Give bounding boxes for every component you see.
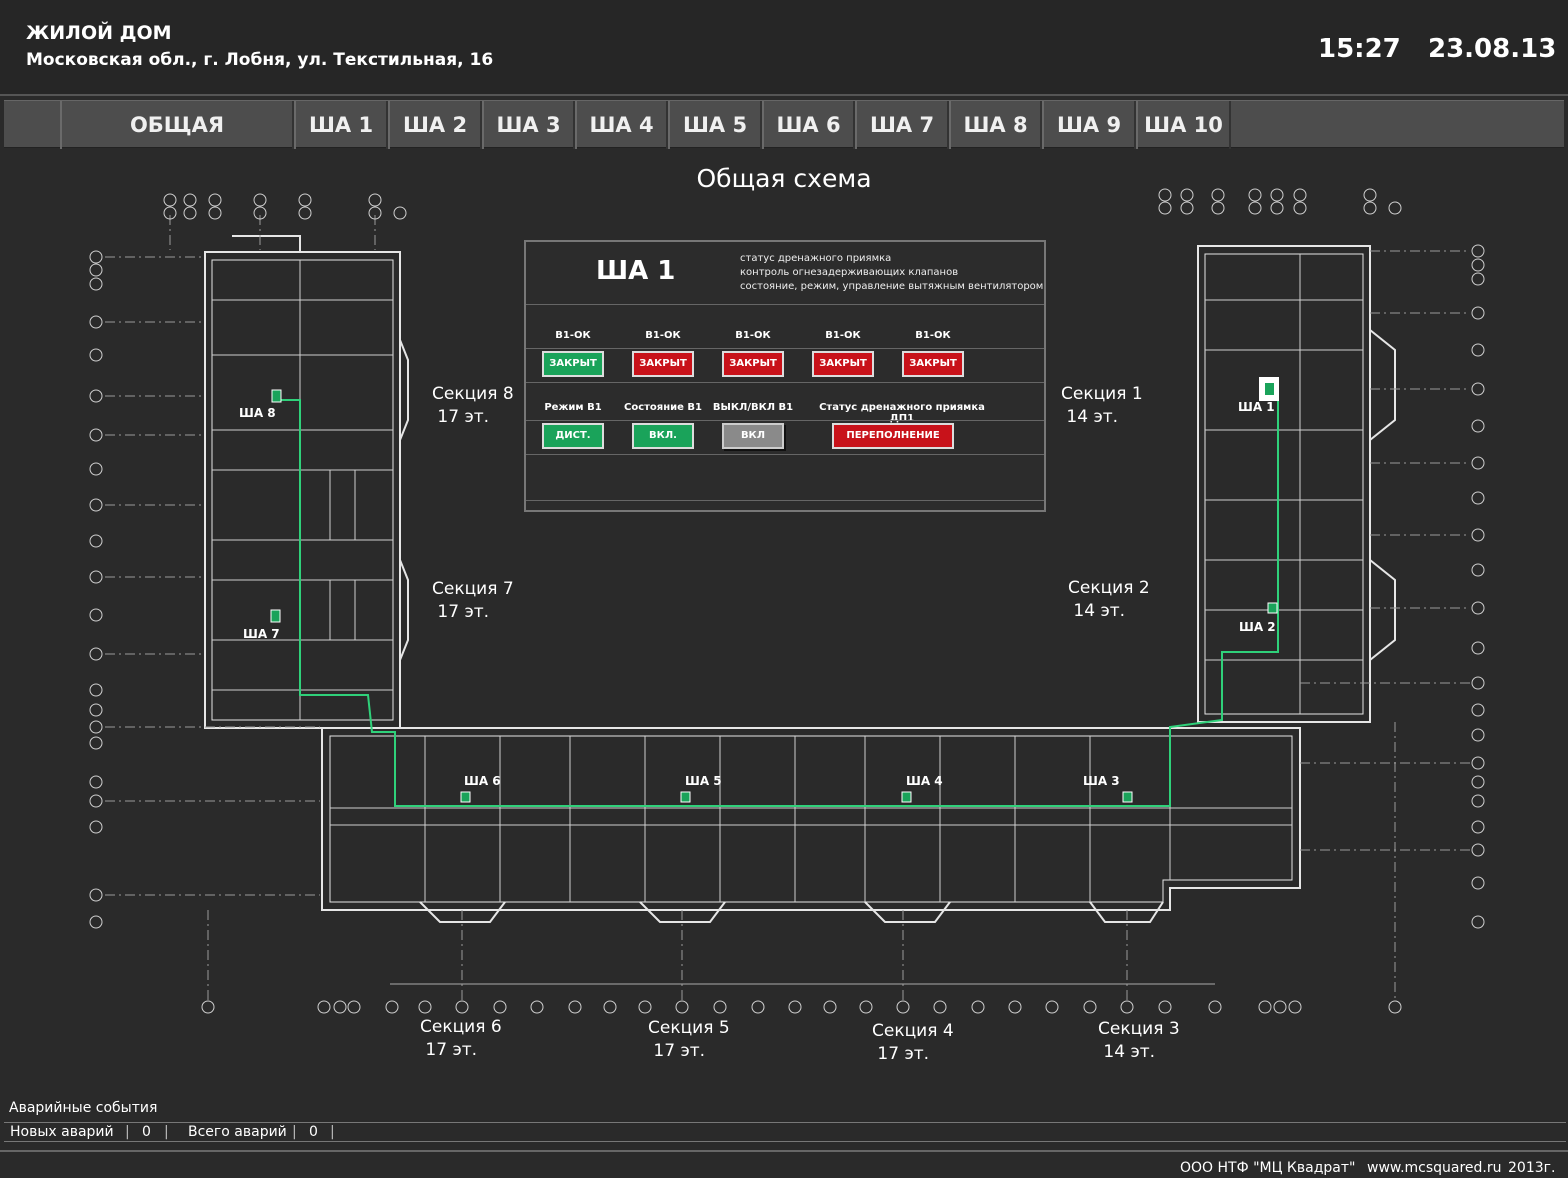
valve-4-label: В1-ОК xyxy=(825,330,861,341)
tab-sha-3[interactable]: ША 3 xyxy=(482,101,575,149)
sha-8-label[interactable]: ША 8 xyxy=(239,406,276,420)
valve-3-label: В1-ОК xyxy=(735,330,771,341)
section-5-label: Секция 5 17 эт. xyxy=(648,1018,730,1061)
section-6-label: Секция 6 17 эт. xyxy=(420,1017,502,1060)
sha-4-label[interactable]: ША 4 xyxy=(906,774,943,788)
fan-mode-label: Режим В1 xyxy=(544,402,602,413)
tab-sha-8[interactable]: ША 8 xyxy=(949,101,1042,149)
drain-status-label: Статус дренажного приямка ДП1 xyxy=(819,402,985,424)
clock-date: 23.08.13 xyxy=(1428,34,1557,64)
tab-sha-9[interactable]: ША 9 xyxy=(1042,101,1136,149)
valve-1-label: В1-ОК xyxy=(555,330,591,341)
section-8-label: Секция 8 17 эт. xyxy=(432,384,514,427)
floor-plan xyxy=(89,188,1485,1014)
total-alarms-label: Всего аварий xyxy=(188,1124,287,1140)
section-2-label: Секция 2 14 эт. xyxy=(1068,578,1150,621)
footer-year: 2013г. xyxy=(1508,1160,1556,1176)
sha-2-label[interactable]: ША 2 xyxy=(1239,620,1276,634)
sha-7-marker xyxy=(270,609,281,623)
events-title: Аварийные события xyxy=(9,1100,158,1116)
tab-sha-4[interactable]: ША 4 xyxy=(575,101,668,149)
panel-title: ША 1 xyxy=(596,256,676,286)
valve-3-state-button[interactable]: ЗАКРЫТ xyxy=(722,351,784,377)
clock-time: 15:27 xyxy=(1318,34,1401,64)
fan-toggle-label: ВЫКЛ/ВКЛ В1 xyxy=(712,402,794,413)
object-address: Московская обл., г. Лобня, ул. Текстильн… xyxy=(26,50,494,70)
sha-8-marker xyxy=(271,389,282,403)
footer-site-link[interactable]: www.mcsquared.ru xyxy=(1367,1160,1502,1176)
sha-6-marker xyxy=(460,791,471,803)
tab-sha-10[interactable]: ША 10 xyxy=(1136,101,1231,149)
new-alarms-count: 0 xyxy=(142,1124,151,1140)
sha-4-marker xyxy=(901,791,912,803)
sha-6-label[interactable]: ША 6 xyxy=(464,774,501,788)
sha-info-panel: ША 1 статус дренажного приямка контроль … xyxy=(524,240,1046,512)
tab-sha-6[interactable]: ША 6 xyxy=(762,101,855,149)
sha-1-label[interactable]: ША 1 xyxy=(1238,400,1275,414)
tab-sha-5[interactable]: ША 5 xyxy=(668,101,762,149)
valve-2-label: В1-ОК xyxy=(645,330,681,341)
duct-route-line xyxy=(276,392,1279,807)
section-3-label: Секция 3 14 эт. xyxy=(1098,1019,1180,1062)
valve-1-state-button[interactable]: ЗАКРЫТ xyxy=(542,351,604,377)
new-alarms-label: Новых аварий xyxy=(10,1124,114,1140)
scheme-title: Общая схема xyxy=(696,164,872,193)
section-4-label: Секция 4 17 эт. xyxy=(872,1021,954,1064)
fan-state-label: Состояние В1 xyxy=(624,402,702,413)
fan-state-button[interactable]: ВКЛ. xyxy=(632,423,694,449)
events-bar: Новых аварий | 0 | Всего аварий | 0 | xyxy=(4,1122,1566,1142)
drain-status-button[interactable]: ПЕРЕПОЛНЕНИЕ xyxy=(832,423,954,449)
footer: ООО НТФ "МЦ Квадрат" www.mcsquared.ru 20… xyxy=(0,1150,1568,1178)
sha-2-marker xyxy=(1267,602,1278,614)
section-1-label: Секция 1 14 эт. xyxy=(1061,384,1143,427)
valve-5-label: В1-ОК xyxy=(915,330,951,341)
sha-7-label[interactable]: ША 7 xyxy=(243,627,280,641)
sha-3-label[interactable]: ША 3 xyxy=(1083,774,1120,788)
fan-toggle-button[interactable]: ВКЛ xyxy=(722,423,784,449)
tab-sha-7[interactable]: ША 7 xyxy=(855,101,949,149)
tab-bar: ОБЩАЯ ША 1 ША 2 ША 3 ША 4 ША 5 ША 6 ША 7… xyxy=(4,100,1564,149)
valve-4-state-button[interactable]: ЗАКРЫТ xyxy=(812,351,874,377)
panel-description: статус дренажного приямка контроль огнез… xyxy=(740,253,1044,292)
sha-5-marker xyxy=(680,791,691,803)
fan-mode-button[interactable]: ДИСТ. xyxy=(542,423,604,449)
tab-sha-1[interactable]: ША 1 xyxy=(294,101,388,149)
tab-sha-2[interactable]: ША 2 xyxy=(388,101,482,149)
valve-5-state-button[interactable]: ЗАКРЫТ xyxy=(902,351,964,377)
footer-company: ООО НТФ "МЦ Квадрат" xyxy=(1180,1160,1356,1176)
total-alarms-count: 0 xyxy=(309,1124,318,1140)
object-title: ЖИЛОЙ ДОМ xyxy=(26,22,172,44)
header: ЖИЛОЙ ДОМ Московская обл., г. Лобня, ул.… xyxy=(0,0,1568,96)
sha-5-label[interactable]: ША 5 xyxy=(685,774,722,788)
section-7-label: Секция 7 17 эт. xyxy=(432,579,514,622)
tab-general[interactable]: ОБЩАЯ xyxy=(60,101,294,149)
sha-3-marker xyxy=(1122,791,1133,803)
valve-2-state-button[interactable]: ЗАКРЫТ xyxy=(632,351,694,377)
